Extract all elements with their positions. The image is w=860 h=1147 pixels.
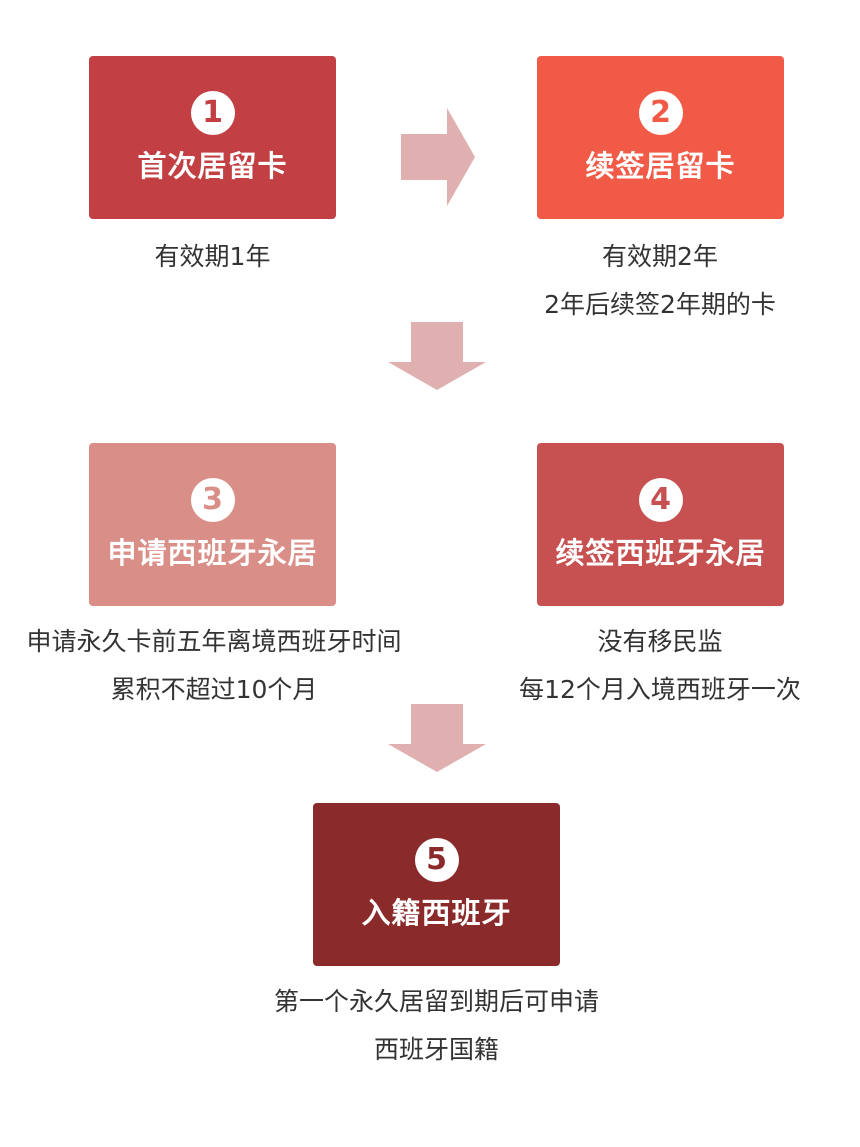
- step-4-line-1: 没有移民监: [597, 627, 723, 656]
- step-3-box: 3 申请西班牙永居: [89, 443, 336, 606]
- arrow-down-icon: [388, 322, 486, 390]
- step-4-box: 4 续签西班牙永居: [537, 443, 784, 606]
- arrow-right-icon: [401, 108, 475, 206]
- arrow-down-icon: [388, 704, 486, 772]
- step-3-description: 申请永久卡前五年离境西班牙时间 累积不超过10个月: [0, 618, 428, 714]
- step-1-line-1: 有效期1年: [154, 242, 271, 271]
- step-3-line-1: 申请永久卡前五年离境西班牙时间: [26, 627, 402, 656]
- step-1-box: 1 首次居留卡: [89, 56, 336, 219]
- step-2-line-1: 有效期2年: [602, 242, 718, 271]
- step-3-number-badge: 3: [190, 477, 235, 522]
- step-1-number-badge: 1: [190, 90, 235, 135]
- step-2-title: 续签居留卡: [585, 148, 736, 183]
- step-4-number-badge: 4: [638, 477, 683, 522]
- step-3-line-2: 累积不超过10个月: [110, 675, 318, 704]
- step-2-line-2: 2年后续签2年期的卡: [544, 290, 776, 319]
- step-5-title: 入籍西班牙: [361, 895, 512, 930]
- step-3-title: 申请西班牙永居: [107, 535, 318, 570]
- step-5-line-2: 西班牙国籍: [373, 1035, 499, 1064]
- step-1-title: 首次居留卡: [137, 148, 288, 183]
- step-4-title: 续签西班牙永居: [555, 535, 766, 570]
- step-5-box: 5 入籍西班牙: [313, 803, 560, 966]
- step-2-box: 2 续签居留卡: [537, 56, 784, 219]
- step-2-number-badge: 2: [638, 90, 683, 135]
- step-4-description: 没有移民监 每12个月入境西班牙一次: [490, 618, 830, 714]
- step-5-number-badge: 5: [414, 837, 459, 882]
- step-1-description: 有效期1年: [89, 233, 336, 281]
- step-4-line-2: 每12个月入境西班牙一次: [519, 675, 801, 704]
- step-5-line-1: 第一个永久居留到期后可申请: [273, 987, 599, 1016]
- step-5-description: 第一个永久居留到期后可申请 西班牙国籍: [230, 978, 643, 1074]
- step-2-description: 有效期2年 2年后续签2年期的卡: [500, 233, 820, 329]
